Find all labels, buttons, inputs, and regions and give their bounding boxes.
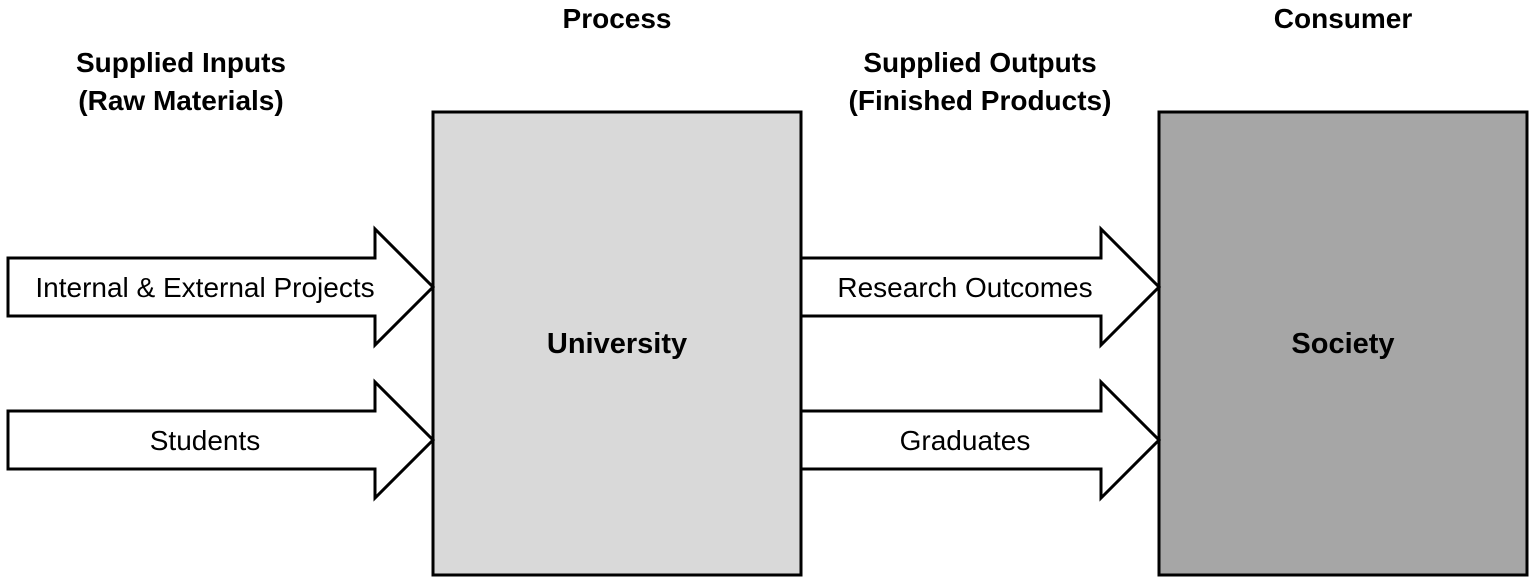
inputs-heading-line2: (Raw Materials) (78, 85, 283, 116)
output-arrow-top (799, 225, 1162, 349)
input-arrow-top-label: Internal & External Projects (35, 272, 374, 303)
process-box (431, 110, 803, 577)
inputs-heading-line1: Supplied Inputs (76, 47, 286, 78)
consumer-heading: Consumer (1274, 3, 1413, 34)
consumer-box-label: Society (1291, 328, 1394, 360)
output-arrow-bottom-label: Graduates (900, 425, 1031, 456)
consumer-box (1157, 110, 1529, 577)
input-arrow-bottom (6, 378, 436, 502)
input-arrow-bottom-label: Students (150, 425, 261, 456)
outputs-heading-line2: (Finished Products) (849, 85, 1112, 116)
process-box-label: University (547, 328, 687, 360)
input-arrow-top (6, 225, 436, 349)
output-arrow-top-label: Research Outcomes (837, 272, 1092, 303)
output-arrow-bottom (799, 378, 1162, 502)
outputs-heading-line1: Supplied Outputs (863, 47, 1096, 78)
process-heading: Process (563, 3, 672, 34)
